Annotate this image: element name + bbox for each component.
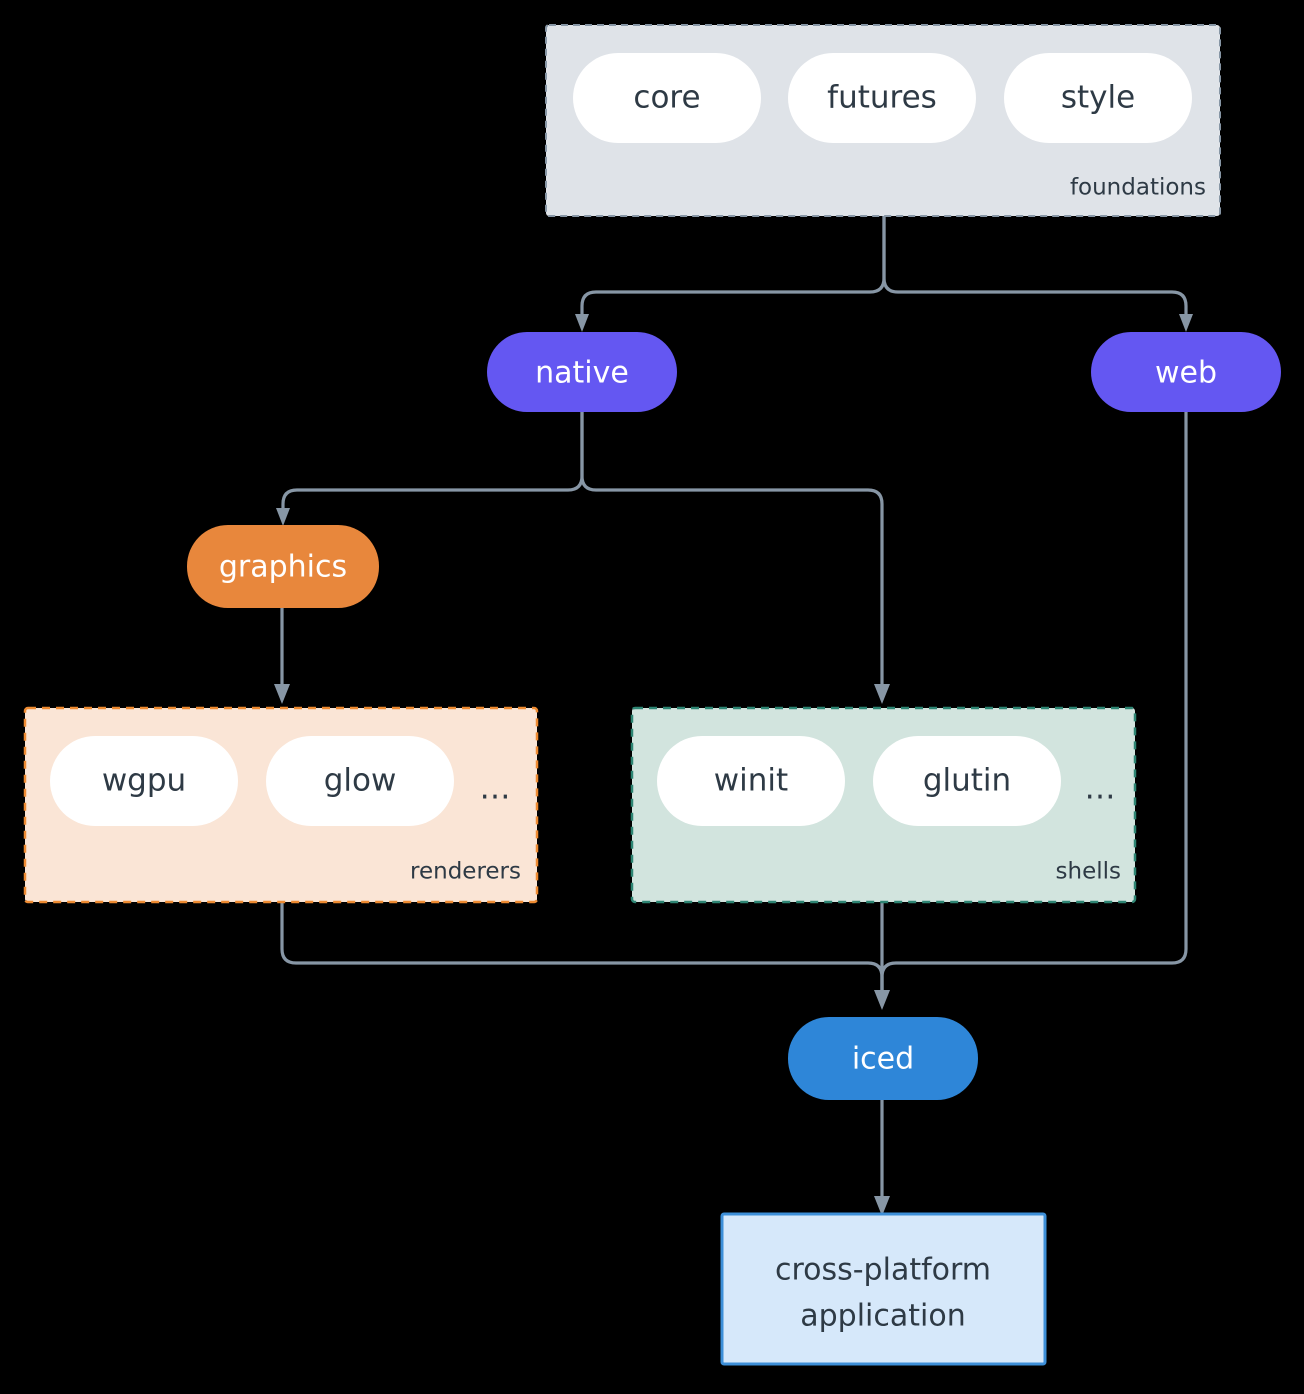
node-iced[interactable]: iced	[788, 1017, 978, 1100]
node-graphics-label: graphics	[219, 550, 347, 585]
node-web-label: web	[1155, 356, 1217, 391]
pill-core-shape[interactable]	[573, 53, 761, 143]
cluster-shells-label: shells	[1056, 859, 1121, 885]
pill-glow-label: glow	[324, 763, 397, 799]
edge-native-shells	[580, 410, 890, 704]
pill-futures-label: futures	[827, 80, 937, 116]
pill-core[interactable]: core	[573, 53, 761, 143]
node-iced-shape[interactable]	[788, 1017, 978, 1100]
pill-wgpu-label: wgpu	[102, 763, 186, 799]
pill-wgpu[interactable]: wgpu	[50, 736, 238, 826]
node-application-label-line2: application	[800, 1299, 965, 1334]
pill-futures[interactable]: futures	[788, 53, 976, 143]
renderers-ellipsis-label: …	[480, 771, 513, 807]
pill-wgpu-shape[interactable]	[50, 736, 238, 826]
pill-glutin-shape[interactable]	[873, 736, 1061, 826]
pill-glow-shape[interactable]	[266, 736, 454, 826]
pill-futures-shape[interactable]	[788, 53, 976, 143]
pill-core-label: core	[633, 80, 700, 116]
pill-style-shape[interactable]	[1004, 53, 1192, 143]
edge-iced-application	[874, 1098, 890, 1216]
cluster-foundations: foundations core futures style	[545, 24, 1221, 217]
pill-style[interactable]: style	[1004, 53, 1192, 143]
cluster-renderers: renderers wgpu glow …	[23, 706, 539, 904]
pill-winit-label: winit	[714, 763, 788, 799]
edge-foundations-native	[575, 214, 886, 332]
node-application[interactable]: cross-platform application	[720, 1212, 1047, 1366]
edge-foundations-web	[882, 214, 1193, 332]
node-iced-label: iced	[852, 1042, 914, 1077]
shells-ellipsis-label: …	[1085, 771, 1118, 807]
node-graphics[interactable]: graphics	[187, 525, 379, 608]
pill-style-label: style	[1061, 80, 1135, 116]
node-graphics-shape[interactable]	[187, 525, 379, 608]
node-web[interactable]: web	[1091, 332, 1281, 412]
cluster-foundations-label: foundations	[1070, 175, 1206, 201]
edge-web-iced	[874, 410, 1188, 1010]
cluster-renderers-label: renderers	[410, 859, 521, 885]
pill-winit-shape[interactable]	[657, 736, 845, 826]
node-web-shape[interactable]	[1091, 332, 1281, 412]
pill-glutin[interactable]: glutin	[873, 736, 1061, 826]
edge-layer	[274, 214, 1193, 1216]
edge-graphics-renderers	[274, 606, 290, 704]
pill-glutin-label: glutin	[923, 763, 1011, 799]
pill-winit[interactable]: winit	[657, 736, 845, 826]
node-native-shape[interactable]	[487, 332, 677, 412]
pill-glow[interactable]: glow	[266, 736, 454, 826]
edge-native-graphics	[276, 410, 584, 526]
node-application-shape[interactable]	[720, 1212, 1047, 1366]
cluster-shells: shells winit glutin …	[630, 706, 1137, 904]
node-application-label-line1: cross-platform	[775, 1253, 991, 1288]
node-native[interactable]: native	[487, 332, 677, 412]
edge-renderers-iced	[280, 901, 884, 994]
node-native-label: native	[535, 356, 629, 391]
